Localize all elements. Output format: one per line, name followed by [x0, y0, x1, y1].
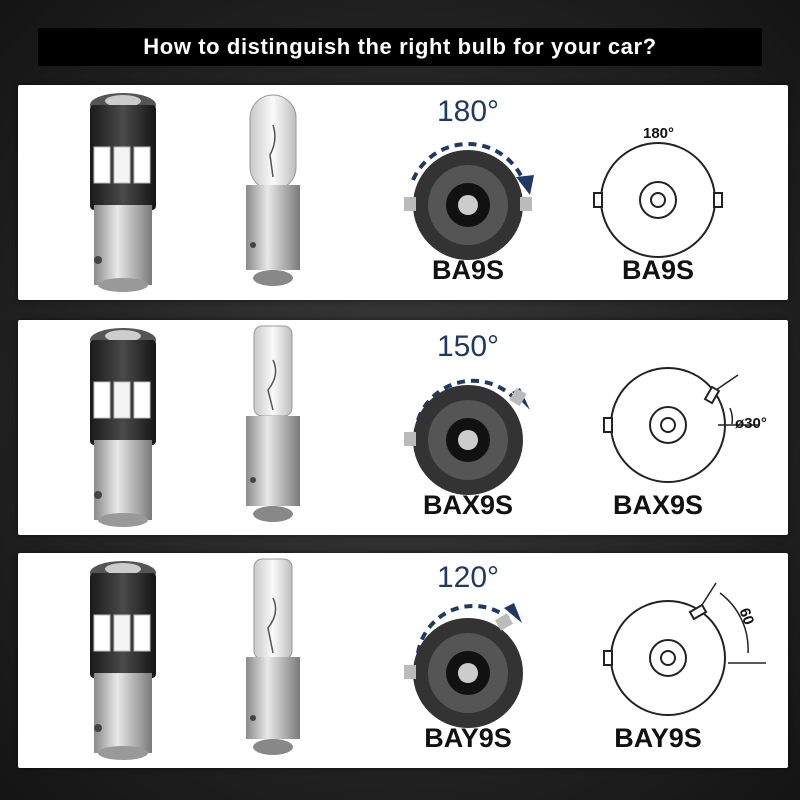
- rotation-angle-label: 150°: [436, 330, 500, 363]
- led-bulb-icon: [78, 85, 168, 300]
- page-title: How to distinguish the right bulb for yo…: [143, 34, 657, 59]
- bulb-row-bax9s: 150° BAX9S ø30° BAX9S: [18, 320, 788, 535]
- bulb-row-ba9s: 180° BA9S 180° BA9S: [18, 85, 788, 300]
- incandescent-bulb-icon: [228, 85, 318, 300]
- rotation-angle-label: 180°: [436, 95, 500, 128]
- led-bulb-icon: [78, 553, 168, 768]
- diagram-type-label: BAX9S: [612, 490, 704, 520]
- bulb-base-top-view-icon: 180° BA9S: [388, 85, 548, 300]
- led-bulb-icon: [78, 320, 168, 535]
- pin-diagram-icon: 60 BAY9S: [598, 553, 788, 768]
- pin-diagram-icon: ø30° BAX9S: [598, 320, 788, 535]
- bulb-row-bay9s: 120° BAY9S 60 BAY9S: [18, 553, 788, 768]
- bulb-base-top-view-icon: 150° BAX9S: [388, 320, 548, 535]
- diagram-type-label: BA9S: [621, 255, 695, 285]
- incandescent-bulb-icon: [228, 553, 318, 768]
- base-type-label: BA9S: [431, 255, 505, 285]
- title-bar: How to distinguish the right bulb for yo…: [38, 28, 762, 66]
- bulb-base-top-view-icon: 120° BAY9S: [388, 553, 548, 768]
- offset-angle-label: ø30°: [735, 415, 767, 432]
- diagram-angle-label: 180°: [643, 125, 675, 142]
- rotation-angle-label: 120°: [436, 561, 500, 594]
- base-type-label: BAX9S: [422, 490, 514, 520]
- incandescent-bulb-icon: [228, 320, 318, 535]
- pin-diagram-icon: 180° BA9S: [588, 85, 758, 300]
- base-type-label: BAY9S: [424, 723, 512, 753]
- diagram-type-label: BAY9S: [614, 723, 702, 753]
